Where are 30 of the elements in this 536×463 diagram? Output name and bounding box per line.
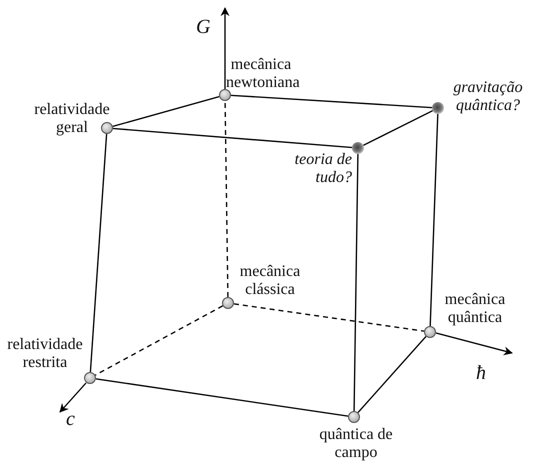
vertex-label: mecânica quântica bbox=[444, 291, 506, 327]
axis-label: c bbox=[66, 408, 75, 430]
vertex-point bbox=[222, 297, 234, 309]
cube-edge bbox=[353, 154, 359, 411]
cube-edge bbox=[230, 94, 432, 108]
vertex-label: teoria de tudo? bbox=[294, 151, 352, 187]
vertex-label: mecânica clássica bbox=[238, 263, 302, 299]
cube-edge bbox=[430, 114, 438, 326]
vertex-point bbox=[424, 326, 436, 338]
vertex-label: gravitação quântica? bbox=[452, 79, 524, 115]
cube-edge bbox=[112, 96, 220, 128]
axis-label: G bbox=[196, 16, 210, 38]
vertex-point bbox=[352, 142, 364, 154]
dashed-edge bbox=[224, 101, 229, 297]
dashed-edge bbox=[94, 305, 224, 376]
axis-label: ħ bbox=[476, 362, 486, 384]
vertex-label: quântica de campo bbox=[318, 426, 394, 462]
vertex-point bbox=[84, 372, 96, 384]
vertex-point bbox=[432, 102, 444, 114]
vertex-label: relatividade restrita bbox=[6, 336, 84, 372]
cube-edge bbox=[363, 110, 433, 146]
cube-edge bbox=[358, 336, 426, 413]
dashed-edge bbox=[234, 303, 424, 332]
vertex-point bbox=[101, 122, 113, 134]
cube-edge bbox=[112, 128, 352, 148]
vertex-point bbox=[348, 411, 360, 423]
cube-edge bbox=[90, 134, 108, 372]
cube-edge bbox=[96, 378, 348, 417]
vertex-label: relatividade geral bbox=[33, 101, 111, 137]
vertex-point bbox=[219, 89, 231, 101]
